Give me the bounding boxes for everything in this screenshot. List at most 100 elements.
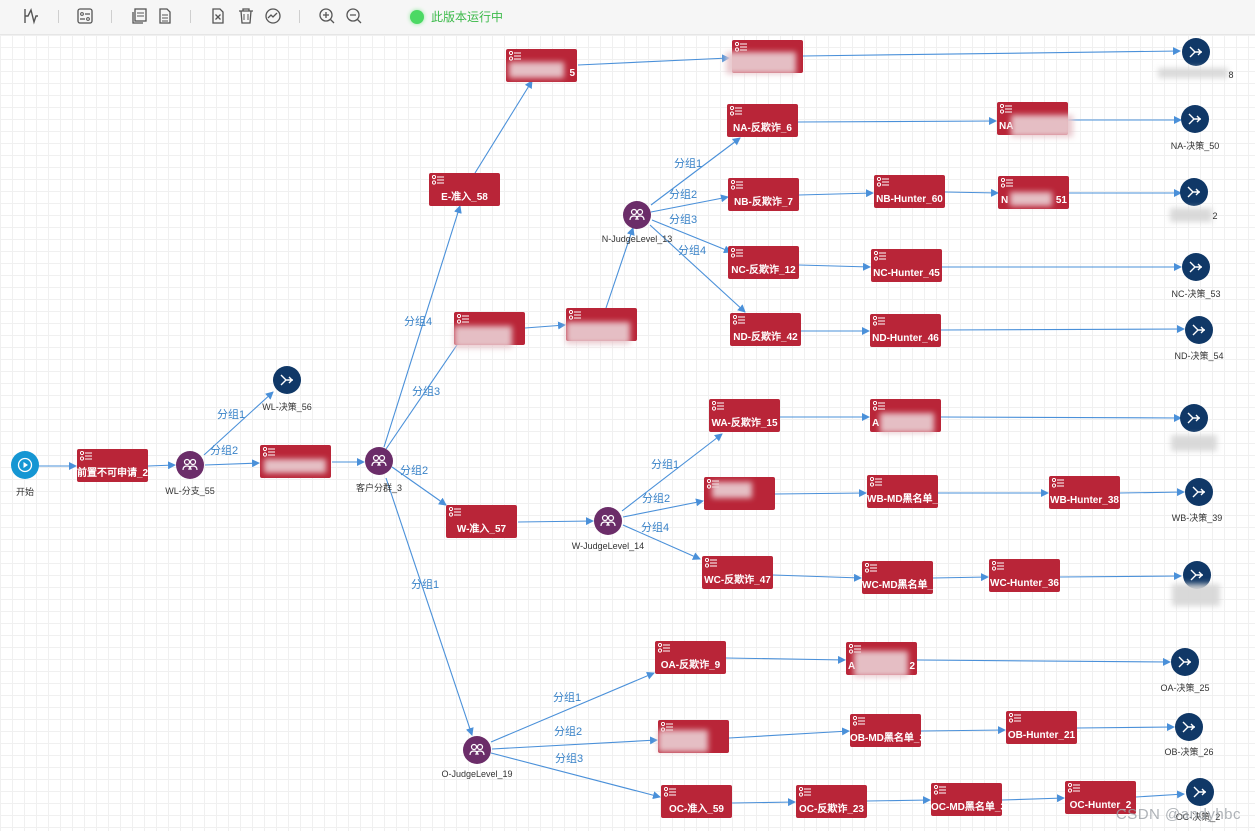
rule-node-masked[interactable] [704,477,775,510]
zoom-out-icon[interactable] [342,5,366,27]
decision-node-nd[interactable] [1185,316,1213,344]
rule-node-na1[interactable]: NA-反欺诈_6 [727,104,798,137]
delete-icon[interactable] [234,5,258,27]
rule-node-masked[interactable] [566,308,637,344]
rule-node-nb2[interactable]: NB-Hunter_60 [874,175,945,208]
list-icon [664,787,676,797]
list-icon [873,316,885,326]
play-icon [17,457,33,473]
rule-label: NB-反欺诈_7 [734,197,793,208]
masked-label [1170,208,1212,222]
decision-node-oc[interactable] [1186,778,1214,806]
masked-label [509,62,564,78]
flow-canvas[interactable]: 分组1 分组2 分组4 分组3 分组2 分组1 分组1 分组2 分组3 分组4 … [0,35,1255,831]
rule-node-wb3[interactable]: WB-Hunter_38 [1049,476,1120,509]
decision-node-wl[interactable] [273,366,301,394]
group-node-o[interactable] [463,736,491,764]
rule-node-wc1[interactable]: WC-反欺诈_47 [702,556,773,589]
rule-node-wa2[interactable]: A [870,399,941,433]
decision-icon [1193,786,1206,798]
list-icon [449,507,461,517]
group-node-wl[interactable] [176,451,204,479]
chart-icon[interactable] [261,5,285,27]
group-node-w[interactable] [594,507,622,535]
rule-node-oc4[interactable]: OC-Hunter_2 [1065,781,1136,814]
properties-icon[interactable] [73,5,97,27]
decision-icon [1189,261,1202,273]
rule-label: E-准入_58 [441,192,488,203]
rule-node-nb1[interactable]: NB-反欺诈_7 [728,178,799,211]
list-icon [457,314,469,324]
rule-node-ob2[interactable]: OB-MD黑名单_31 [850,714,921,747]
rule-node-wc2[interactable]: WC-MD黑名单_32 [862,561,933,594]
document-icon[interactable] [153,5,177,27]
clear-icon[interactable] [206,5,230,27]
rule-label: WC-反欺诈_47 [704,575,771,586]
layout-icon[interactable] [19,5,43,27]
rule-node-na2[interactable]: NA [997,102,1073,137]
decision-label-nd: ND-决策_54 [1174,351,1224,361]
decision-node-wa[interactable] [1180,404,1208,432]
status-dot-icon [410,9,424,24]
rule-node-w[interactable]: W-准入_57 [446,505,517,538]
decision-node-nb[interactable] [1180,178,1208,206]
list-icon [263,447,275,457]
rule-node-nd1[interactable]: ND-反欺诈_42 [730,313,801,346]
rule-node-masked[interactable] [658,720,729,753]
decision-icon [1188,113,1201,125]
rule-node-masked[interactable] [260,445,331,478]
zoom-in-icon[interactable] [315,5,339,27]
rule-node-oc2[interactable]: OC-反欺诈_23 [796,785,867,818]
decision-label-ob: OB-决策_26 [1164,747,1214,757]
group-node-n[interactable] [623,201,651,229]
rule-label-tail: 51 [1055,195,1067,206]
rule-node-nc2[interactable]: NC-Hunter_45 [871,249,942,282]
list-icon [1009,713,1021,723]
rule-node-oc1[interactable]: OC-准入_59 [661,785,732,818]
rule-node-e-top[interactable]: 5 [506,49,577,82]
rule-node-wa1[interactable]: WA-反欺诈_15 [709,399,780,432]
rule-node-wc3[interactable]: WC-Hunter_36 [989,559,1060,592]
rule-node-oa1[interactable]: OA-反欺诈_9 [655,641,726,674]
rule-node-masked[interactable] [454,312,525,348]
rule-node-masked[interactable] [726,40,803,74]
rule-node-e[interactable]: E-准入_58 [429,173,500,206]
list-icon [1001,178,1013,188]
group-node-kh[interactable] [365,447,393,475]
start-node[interactable] [11,451,39,479]
copy-icon[interactable] [127,5,151,27]
edge-label-group1: 分组1 [553,692,582,704]
decision-node-ob[interactable] [1175,713,1203,741]
rule-node-nd2[interactable]: ND-Hunter_46 [870,314,941,347]
list-icon [934,785,946,795]
decision-label-e-tail: 8 [1228,70,1234,80]
list-icon [731,248,743,258]
decision-node-nc[interactable] [1182,253,1210,281]
masked-label [1158,68,1228,78]
rule-label: NA [999,121,1014,132]
masked-label [566,322,630,344]
rule-node-wb2[interactable]: WB-MD黑名单_33 [867,475,938,508]
decision-node-e[interactable] [1182,38,1210,66]
rule-label: W-准入_57 [456,524,507,535]
decision-icon [1190,569,1203,581]
edge-label-group2: 分组2 [554,726,583,738]
rule-node-nc1[interactable]: NC-反欺诈_12 [728,246,799,279]
list-icon [509,51,521,61]
decision-node-wb[interactable] [1185,478,1213,506]
list-icon [658,643,670,653]
rule-label: OC-反欺诈_23 [798,804,864,815]
decision-node-oa[interactable] [1171,648,1199,676]
users-icon [371,454,387,467]
edge-label-group1: 分组1 [411,579,440,591]
rule-node-ob3[interactable]: OB-Hunter_21 [1006,711,1077,744]
rule-node-oc3[interactable]: OC-MD黑名单_30 [931,783,1002,816]
decision-node-na[interactable] [1181,105,1209,133]
rule-node-qz[interactable]: 前置不可申请_2 [77,449,148,482]
decision-icon [1192,324,1205,336]
rule-label: 5 [569,68,575,79]
list-icon [712,401,724,411]
masked-label [1010,192,1052,206]
